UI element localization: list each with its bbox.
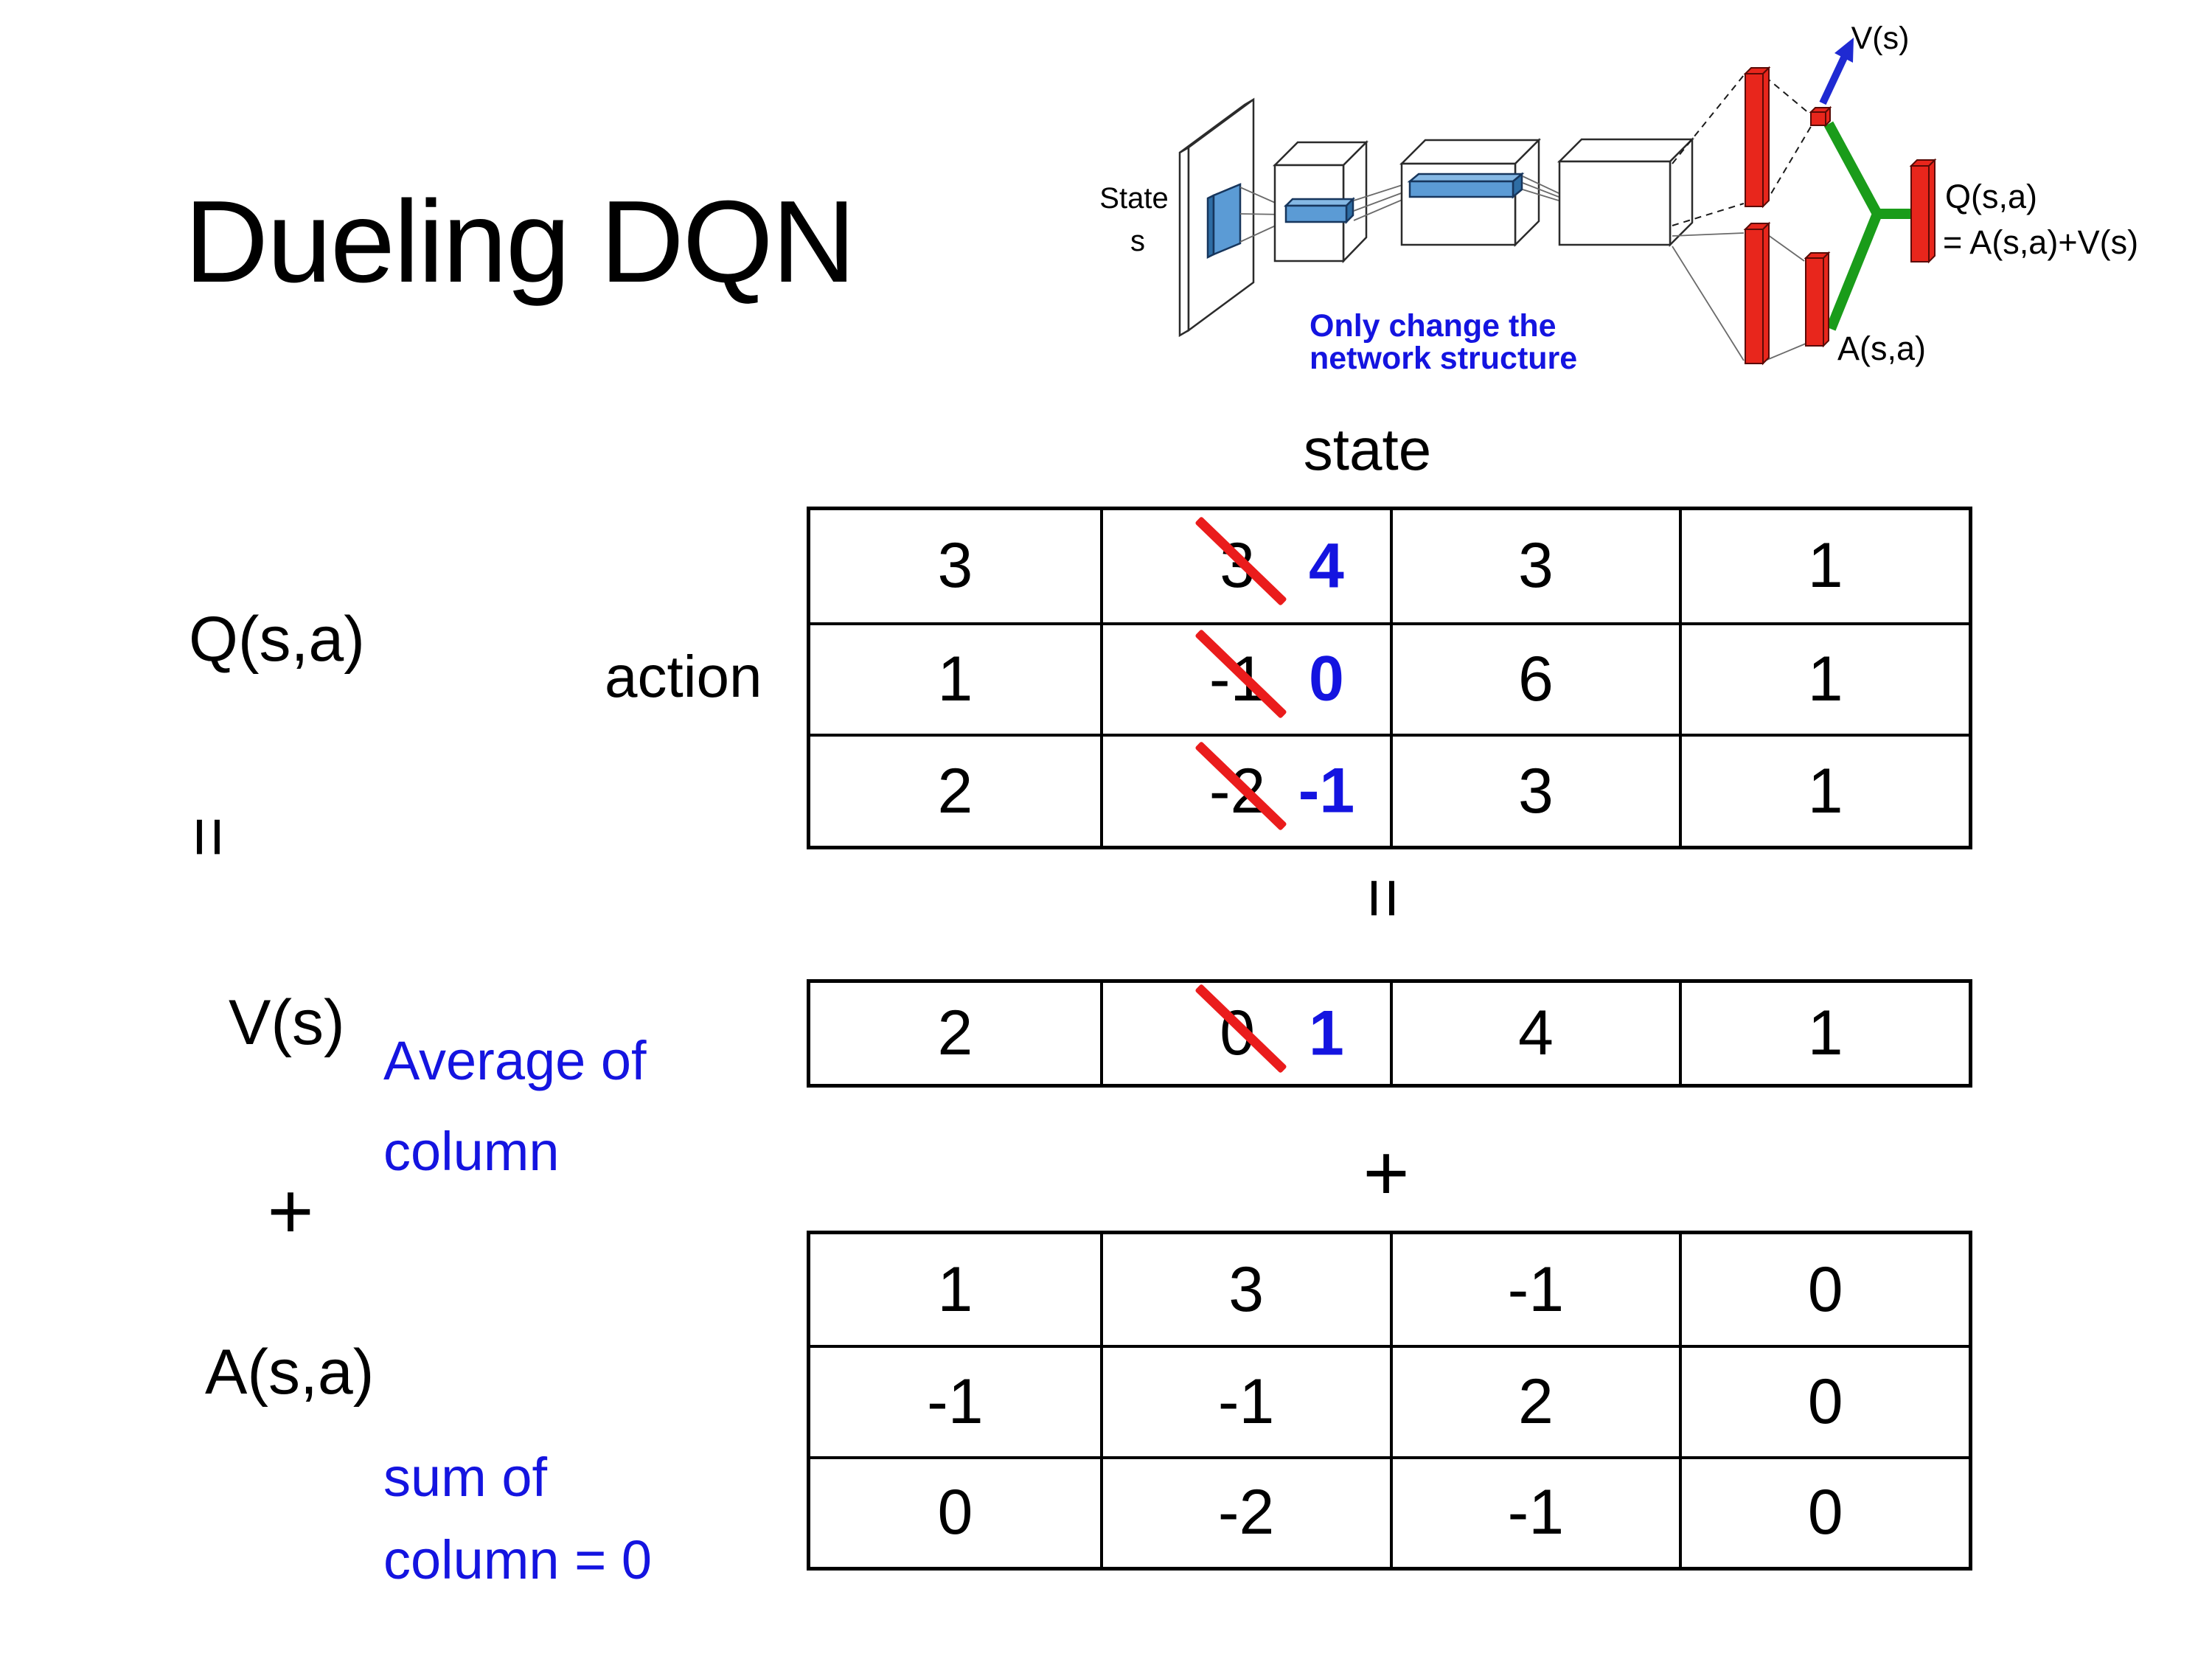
- a-table-cell: 0: [1679, 1455, 1969, 1567]
- v-table: 2 0 1 4 1: [807, 979, 1972, 1088]
- v-table-cell: 2: [810, 983, 1100, 1084]
- cell-value: 0: [1807, 1253, 1843, 1325]
- q-table-cell: 1: [1679, 734, 1969, 846]
- average-note-line1: Average of: [383, 1030, 647, 1091]
- new-cell-value: 4: [1309, 530, 1344, 602]
- a-table-cell: -1: [1099, 1345, 1390, 1456]
- q-table-cell: 2: [810, 734, 1100, 846]
- new-cell-value: 0: [1309, 643, 1344, 714]
- equals-sign-middle: =: [1344, 877, 1423, 919]
- q-table-cell: 1: [1679, 622, 1969, 734]
- q-matrix-label: Q(s,a): [189, 604, 365, 675]
- conv-funnel-3: [1522, 175, 1559, 201]
- v-vector-label: V(s): [229, 987, 345, 1058]
- q-table-cell-replaced: -1 0: [1099, 622, 1390, 734]
- cell-value: 1: [1807, 755, 1843, 827]
- cell-value: 1: [1807, 998, 1843, 1068]
- new-cell-value: -1: [1298, 755, 1355, 827]
- cell-value: 0: [1807, 1477, 1843, 1548]
- cell-value: -1: [1507, 1253, 1565, 1325]
- state-column-header: state: [1303, 417, 1432, 482]
- cell-value: -1: [1507, 1477, 1565, 1548]
- a-table-cell: -1: [1389, 1455, 1680, 1567]
- cell-value: 1: [1807, 530, 1843, 602]
- cell-value: 1: [1807, 643, 1843, 714]
- feature-slab-2: [1283, 196, 1356, 225]
- q-table-cell: 6: [1389, 622, 1680, 734]
- cell-value: 0: [1807, 1366, 1843, 1437]
- fc-box: [1557, 136, 1695, 248]
- network-diagram: State s Only change the network structur…: [1099, 21, 2138, 376]
- cell-value: 2: [937, 755, 973, 827]
- q-table-cell: 1: [1679, 510, 1969, 622]
- average-note-line2: column: [383, 1120, 560, 1182]
- q-table-cell: 1: [810, 622, 1100, 734]
- advantage-vector-bar: [1804, 251, 1831, 348]
- cell-value: 2: [1517, 1366, 1554, 1437]
- plus-sign-left: +: [267, 1166, 314, 1256]
- cell-value: 1: [937, 643, 973, 714]
- q-table-cell-replaced: -2 -1: [1099, 734, 1390, 846]
- a-table: 1 3 -1 0 -1 -1 2 0 0 -2 -1 0: [807, 1231, 1972, 1571]
- value-stream-bar: [1743, 66, 1771, 209]
- diagram-a-label: A(s,a): [1837, 330, 1926, 367]
- q-table: 3 3 4 3 1 1 -1 0 6 1 2 -2 -1 3 1: [807, 507, 1972, 849]
- diagram-note-line1: Only change the: [1310, 308, 1557, 344]
- a-matrix-label: A(s,a): [205, 1337, 375, 1408]
- a-table-cell: 0: [1679, 1234, 1969, 1346]
- sum-note-line2: column = 0: [383, 1529, 653, 1591]
- cell-value: -1: [1217, 1366, 1275, 1437]
- conv-funnel-2: [1353, 182, 1410, 221]
- value-stream-links: [1672, 74, 1812, 226]
- diagram-v-label: V(s): [1851, 21, 1910, 56]
- page-title: Dueling DQN: [184, 177, 856, 307]
- diagram-q-formula: = A(s,a)+V(s): [1943, 223, 2138, 261]
- cell-value: 2: [937, 998, 973, 1068]
- cell-value: 3: [1517, 530, 1554, 602]
- q-table-cell: 3: [1389, 510, 1680, 622]
- cell-value: 3: [937, 530, 973, 602]
- equals-sign-left: =: [170, 815, 248, 858]
- v-table-cell: 1: [1679, 983, 1969, 1084]
- a-table-cell: 1: [810, 1234, 1100, 1345]
- feature-slab-3: [1407, 172, 1525, 199]
- diagram-state-label: State: [1099, 182, 1168, 215]
- v-table-cell: 4: [1389, 983, 1680, 1084]
- a-table-cell: 3: [1099, 1234, 1390, 1346]
- action-row-header: action: [605, 644, 762, 709]
- cell-value: -2: [1217, 1477, 1275, 1548]
- value-scalar-box: [1809, 105, 1832, 128]
- cell-value: 1: [937, 1253, 973, 1325]
- value-arrow-icon: [1819, 38, 1854, 105]
- a-table-cell: -2: [1099, 1455, 1390, 1567]
- q-output-bar: [1909, 158, 1937, 264]
- cell-value: 6: [1517, 643, 1554, 714]
- advantage-stream-links: [1672, 232, 1806, 361]
- merge-connector: [1823, 121, 1911, 331]
- diagram-note-line2: network structure: [1310, 341, 1577, 376]
- cell-value: 0: [937, 1477, 973, 1548]
- v-table-cell-replaced: 0 1: [1099, 983, 1390, 1084]
- q-table-cell: 3: [1389, 734, 1680, 846]
- sum-of-column-note: sum of column = 0: [383, 1436, 652, 1602]
- diagram-q-label: Q(s,a): [1945, 178, 2037, 215]
- plus-sign-middle: +: [1363, 1127, 1410, 1217]
- cell-value: 3: [1228, 1253, 1265, 1325]
- a-table-cell: -1: [1389, 1234, 1680, 1346]
- a-table-cell: 2: [1389, 1345, 1680, 1456]
- advantage-stream-bar: [1743, 221, 1771, 366]
- feature-slab-1: [1206, 183, 1242, 260]
- cell-value: -1: [927, 1366, 984, 1437]
- new-cell-value: 1: [1309, 998, 1344, 1068]
- a-table-cell: -1: [810, 1345, 1100, 1455]
- diagram-s-label: s: [1130, 225, 1145, 257]
- cell-value: 4: [1517, 998, 1554, 1068]
- a-table-cell: 0: [810, 1455, 1100, 1567]
- sum-note-line1: sum of: [383, 1447, 548, 1508]
- q-table-cell-replaced: 3 4: [1099, 510, 1390, 622]
- a-table-cell: 0: [1679, 1345, 1969, 1456]
- cell-value: 3: [1517, 755, 1554, 827]
- q-table-cell: 3: [810, 510, 1100, 622]
- average-of-column-note: Average of column: [383, 1016, 647, 1197]
